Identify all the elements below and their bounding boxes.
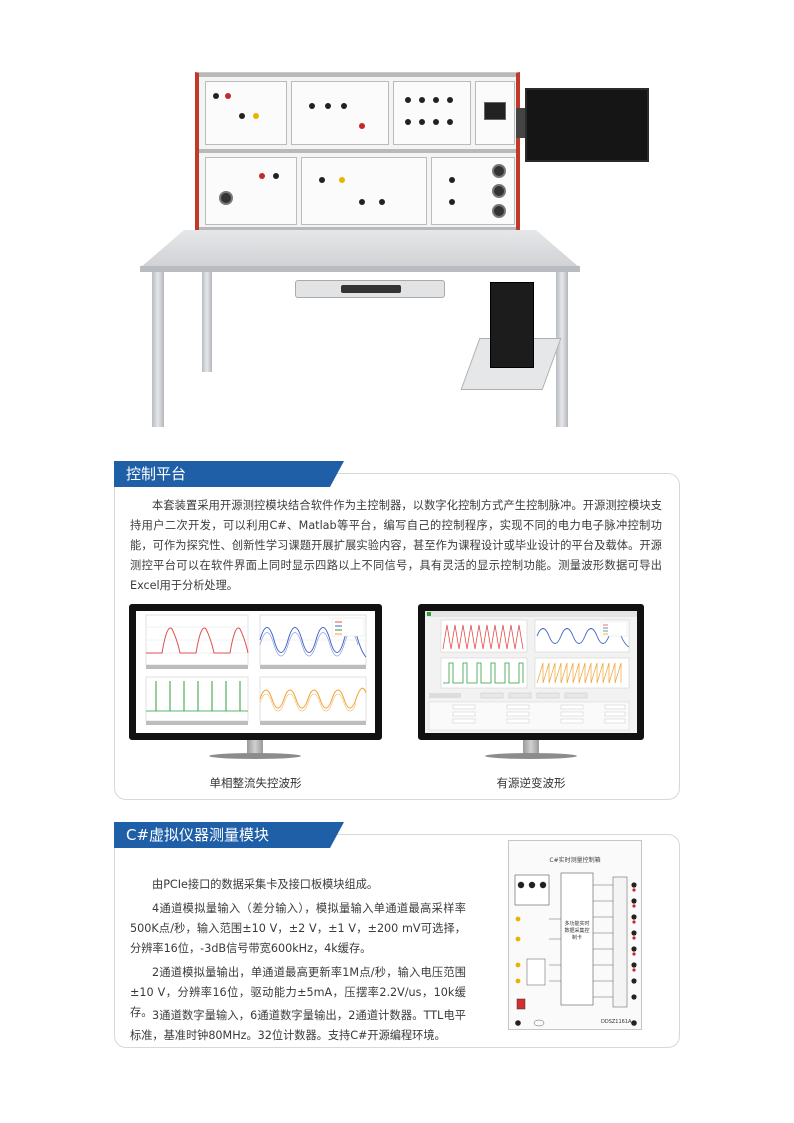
desk-top — [140, 230, 580, 268]
module-center-label: 多功能实时数据采集控制卡 — [564, 921, 590, 941]
paragraph: 由PCIe接口的数据采集卡及接口板模块组成。 — [152, 878, 379, 891]
monitor-stand — [247, 740, 263, 754]
desk-leg — [202, 272, 212, 372]
plot-green — [145, 676, 249, 725]
paragraph: 3通道数字量输入，6通道数字量输出，2通道计数器。TTL电平标准，基准时钟80M… — [130, 1009, 466, 1042]
measurement-module-panel: C#实时测量控制箱 多 — [508, 840, 642, 1030]
caption-rectifier: 单相整流失控波形 — [209, 776, 302, 790]
module-title: C#实时测量控制箱 — [549, 857, 601, 864]
module-schematic — [514, 872, 637, 1027]
control-panel-frame — [195, 72, 520, 232]
section-heading: C#虚拟仪器测量模块 — [114, 822, 344, 848]
rectifier-waveform-chart — [136, 611, 375, 733]
monitor-stand-base — [485, 753, 577, 759]
keyboard-drawer — [295, 280, 445, 298]
desk-edge — [140, 266, 580, 272]
plot-orange — [259, 676, 367, 725]
inverter-waveform-chart — [425, 611, 637, 733]
panel-module — [475, 81, 515, 145]
module-code: DDSZ1161A — [601, 1019, 632, 1025]
paragraph: 2通道模拟量输出，单通道最高更新率1M点/秒，输入电压范围±10 V，分辨率16… — [130, 966, 466, 1019]
plot-orange — [534, 657, 630, 689]
panel-module — [291, 81, 389, 145]
monitor-inverter-waveform — [418, 604, 644, 740]
monitor-stand — [523, 740, 539, 754]
panel-module — [205, 157, 297, 225]
side-monitor — [525, 88, 649, 162]
paragraph: 4通道模拟量输入（差分输入），模拟量输入单通道最高采样率500K点/秒，输入范围… — [130, 902, 466, 955]
desk-leg — [152, 272, 164, 427]
pc-tower — [490, 282, 534, 368]
control-platform-description: 本套装置采用开源测控模块结合软件作为主控制器，以数字化控制方式产生控制脉冲。开源… — [130, 499, 662, 592]
training-bench-photo — [140, 70, 660, 430]
section-heading: 控制平台 — [114, 461, 344, 487]
panel-module — [431, 157, 515, 225]
panel-module — [205, 81, 287, 145]
plot-red — [440, 619, 528, 653]
control-panel-area — [428, 692, 630, 731]
panel-module — [393, 81, 471, 145]
plot-blue — [534, 619, 630, 653]
caption-inverter: 有源逆变波形 — [496, 776, 566, 790]
monitor-stand-base — [209, 753, 301, 759]
desk-leg — [556, 272, 568, 427]
plot-red — [145, 614, 249, 669]
plot-green — [440, 657, 528, 689]
monitor-rectifier-waveform — [129, 604, 382, 740]
panel-module — [301, 157, 427, 225]
plot-blue — [259, 614, 367, 669]
